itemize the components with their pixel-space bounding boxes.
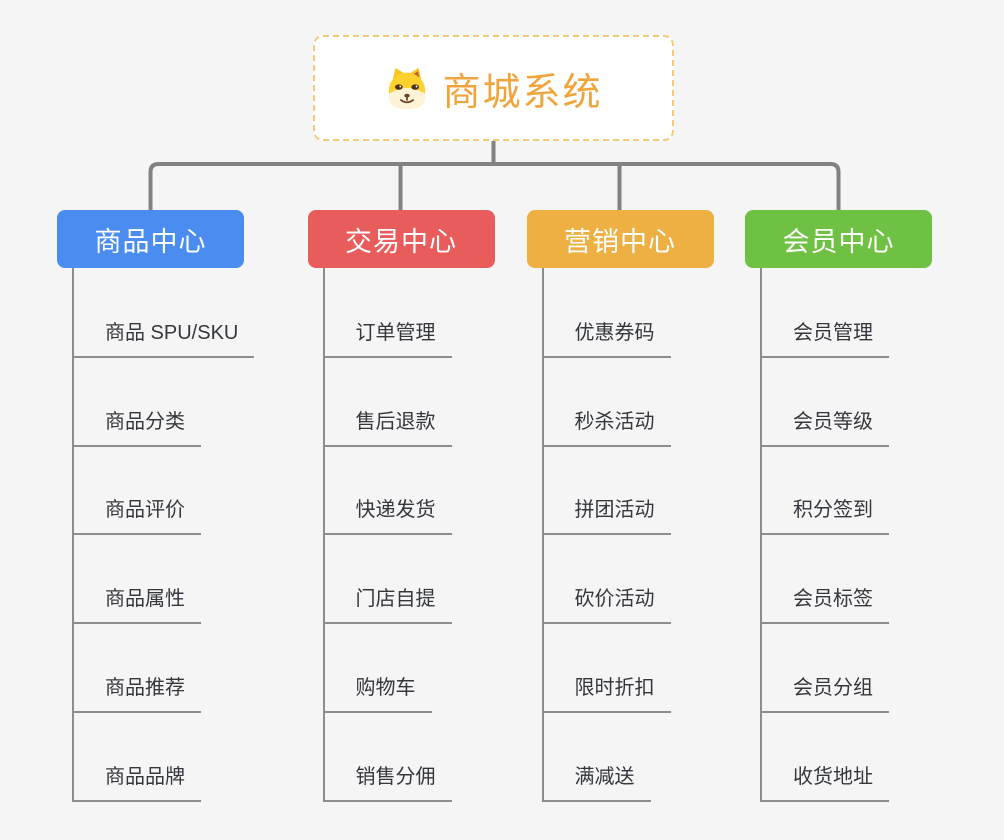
leaf-node[interactable]: 商品 SPU/SKU <box>72 318 255 358</box>
leaf-node[interactable]: 限时折扣 <box>541 673 671 713</box>
dog-face-icon <box>384 65 430 111</box>
branch-vertical-line <box>760 268 762 802</box>
leaf-node[interactable]: 商品评价 <box>72 495 201 535</box>
leaf-node[interactable]: 会员标签 <box>760 584 889 624</box>
leaf-node[interactable]: 秒杀活动 <box>541 407 671 447</box>
branch-vertical-line <box>72 268 74 802</box>
leaf-node[interactable]: 销售分佣 <box>322 762 452 802</box>
leaf-node[interactable]: 商品分类 <box>72 407 201 447</box>
branch-node-2[interactable]: 交易中心 <box>307 210 495 268</box>
branch-node-3[interactable]: 营销中心 <box>526 210 714 268</box>
leaf-node[interactable]: 拼团活动 <box>541 495 671 535</box>
leaf-node[interactable]: 购物车 <box>322 673 432 713</box>
leaf-node[interactable]: 满减送 <box>541 762 651 802</box>
branch-node-1[interactable]: 商品中心 <box>57 210 244 268</box>
leaf-node[interactable]: 门店自提 <box>322 584 452 624</box>
leaf-node[interactable]: 商品属性 <box>72 584 201 624</box>
leaf-node[interactable]: 会员分组 <box>760 673 889 713</box>
branch-vertical-line <box>541 268 544 802</box>
root-node[interactable]: 商城系统 <box>313 35 674 141</box>
branch-vertical-line <box>322 268 325 802</box>
leaf-node[interactable]: 快递发货 <box>322 495 452 535</box>
leaf-node[interactable]: 商品品牌 <box>72 762 201 802</box>
leaf-node[interactable]: 订单管理 <box>322 318 452 358</box>
leaf-node[interactable]: 会员等级 <box>760 407 889 447</box>
leaf-node[interactable]: 砍价活动 <box>541 584 671 624</box>
leaf-node[interactable]: 收货地址 <box>760 762 889 802</box>
branch-node-4[interactable]: 会员中心 <box>745 210 932 268</box>
root-title: 商城系统 <box>442 71 603 114</box>
leaf-node[interactable]: 会员管理 <box>760 318 889 358</box>
leaf-node[interactable]: 优惠券码 <box>541 318 671 358</box>
branch-bus-line <box>148 162 841 210</box>
leaf-node[interactable]: 商品推荐 <box>72 673 201 713</box>
leaf-node[interactable]: 积分签到 <box>760 495 889 535</box>
leaf-node[interactable]: 售后退款 <box>322 407 452 447</box>
